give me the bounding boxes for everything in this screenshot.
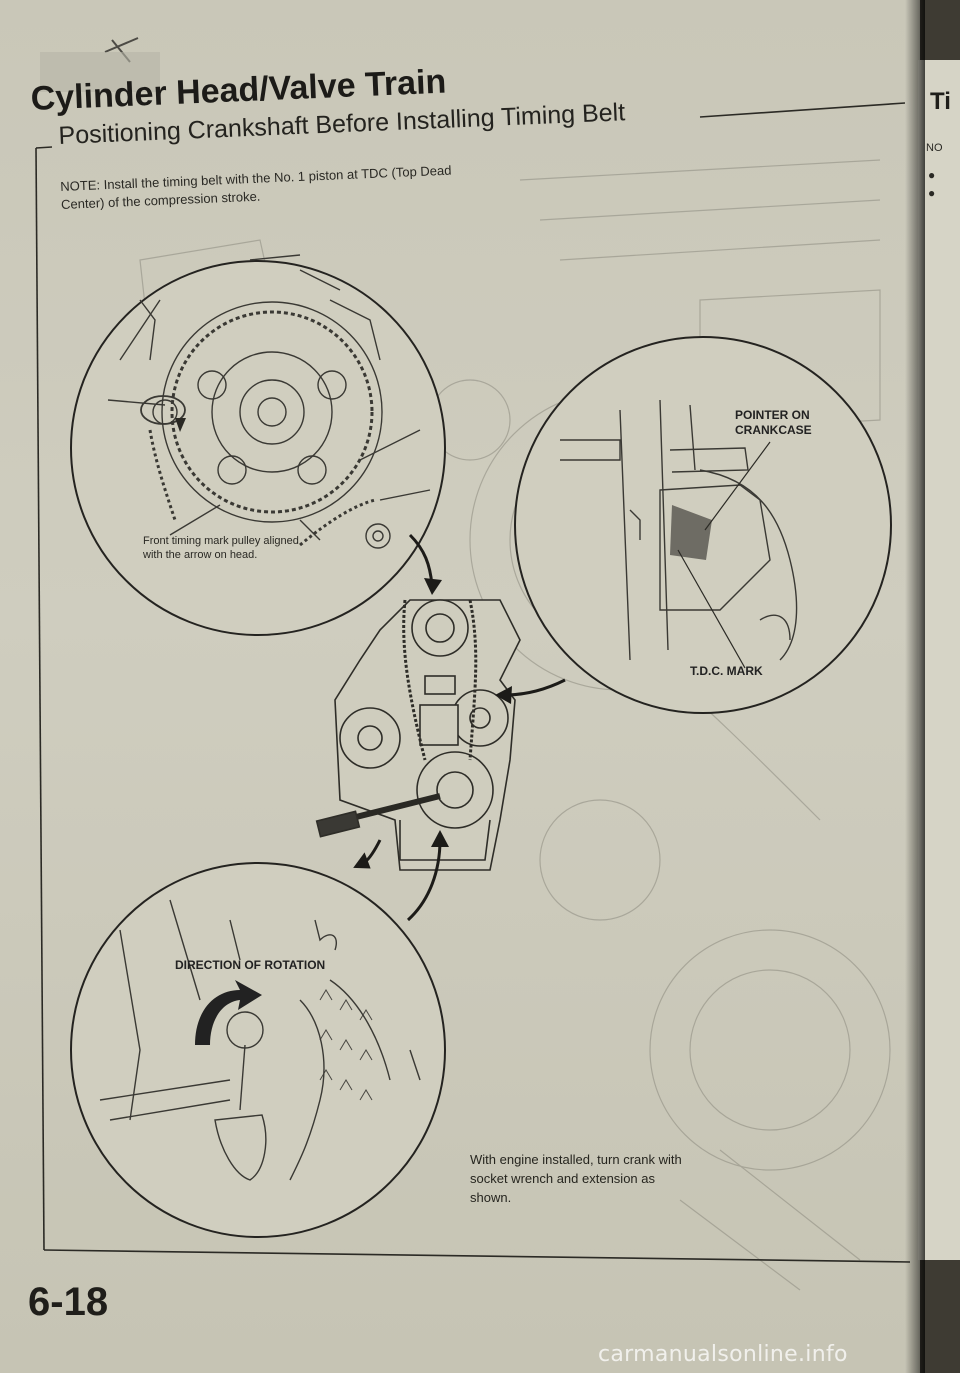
- caption-engine-installed: With engine installed, turn crank with s…: [470, 1152, 682, 1205]
- crank-rotation-detail-circle: [70, 862, 446, 1238]
- manual-page: Cylinder Head/Valve Train Positioning Cr…: [0, 0, 920, 1373]
- facing-page-note-fragment: NO: [926, 142, 943, 154]
- rotation-arrow-icon: [195, 980, 262, 1045]
- watermark: carmanualsonline.info: [598, 1342, 848, 1367]
- callout-tdc-mark: T.D.C. MARK: [690, 664, 763, 678]
- arrowheads: [353, 578, 512, 869]
- tdc-mark-detail-circle: [514, 336, 892, 714]
- facing-page-edge: Ti NO ● ●: [918, 60, 960, 1260]
- facing-page-bullet-icon: ●: [928, 186, 936, 200]
- callout-front-timing-mark: Front timing mark pulley aligned with th…: [143, 535, 299, 561]
- callout-direction-of-rotation: DIRECTION OF ROTATION: [175, 958, 326, 972]
- timing-illustration: [70, 254, 892, 1238]
- facing-page-title-fragment: Ti: [930, 88, 951, 115]
- book-spine-shadow: [905, 0, 925, 1373]
- cam-pulley-detail-circle: [70, 254, 446, 636]
- facing-page-bullet-icon: ●: [928, 168, 936, 182]
- engine-front-view: [315, 599, 521, 871]
- content-frame: [35, 102, 911, 1263]
- page-number: 6-18: [28, 1280, 109, 1324]
- callout-pointer-on-crankcase: POINTER ON CRANKCASE: [735, 408, 812, 437]
